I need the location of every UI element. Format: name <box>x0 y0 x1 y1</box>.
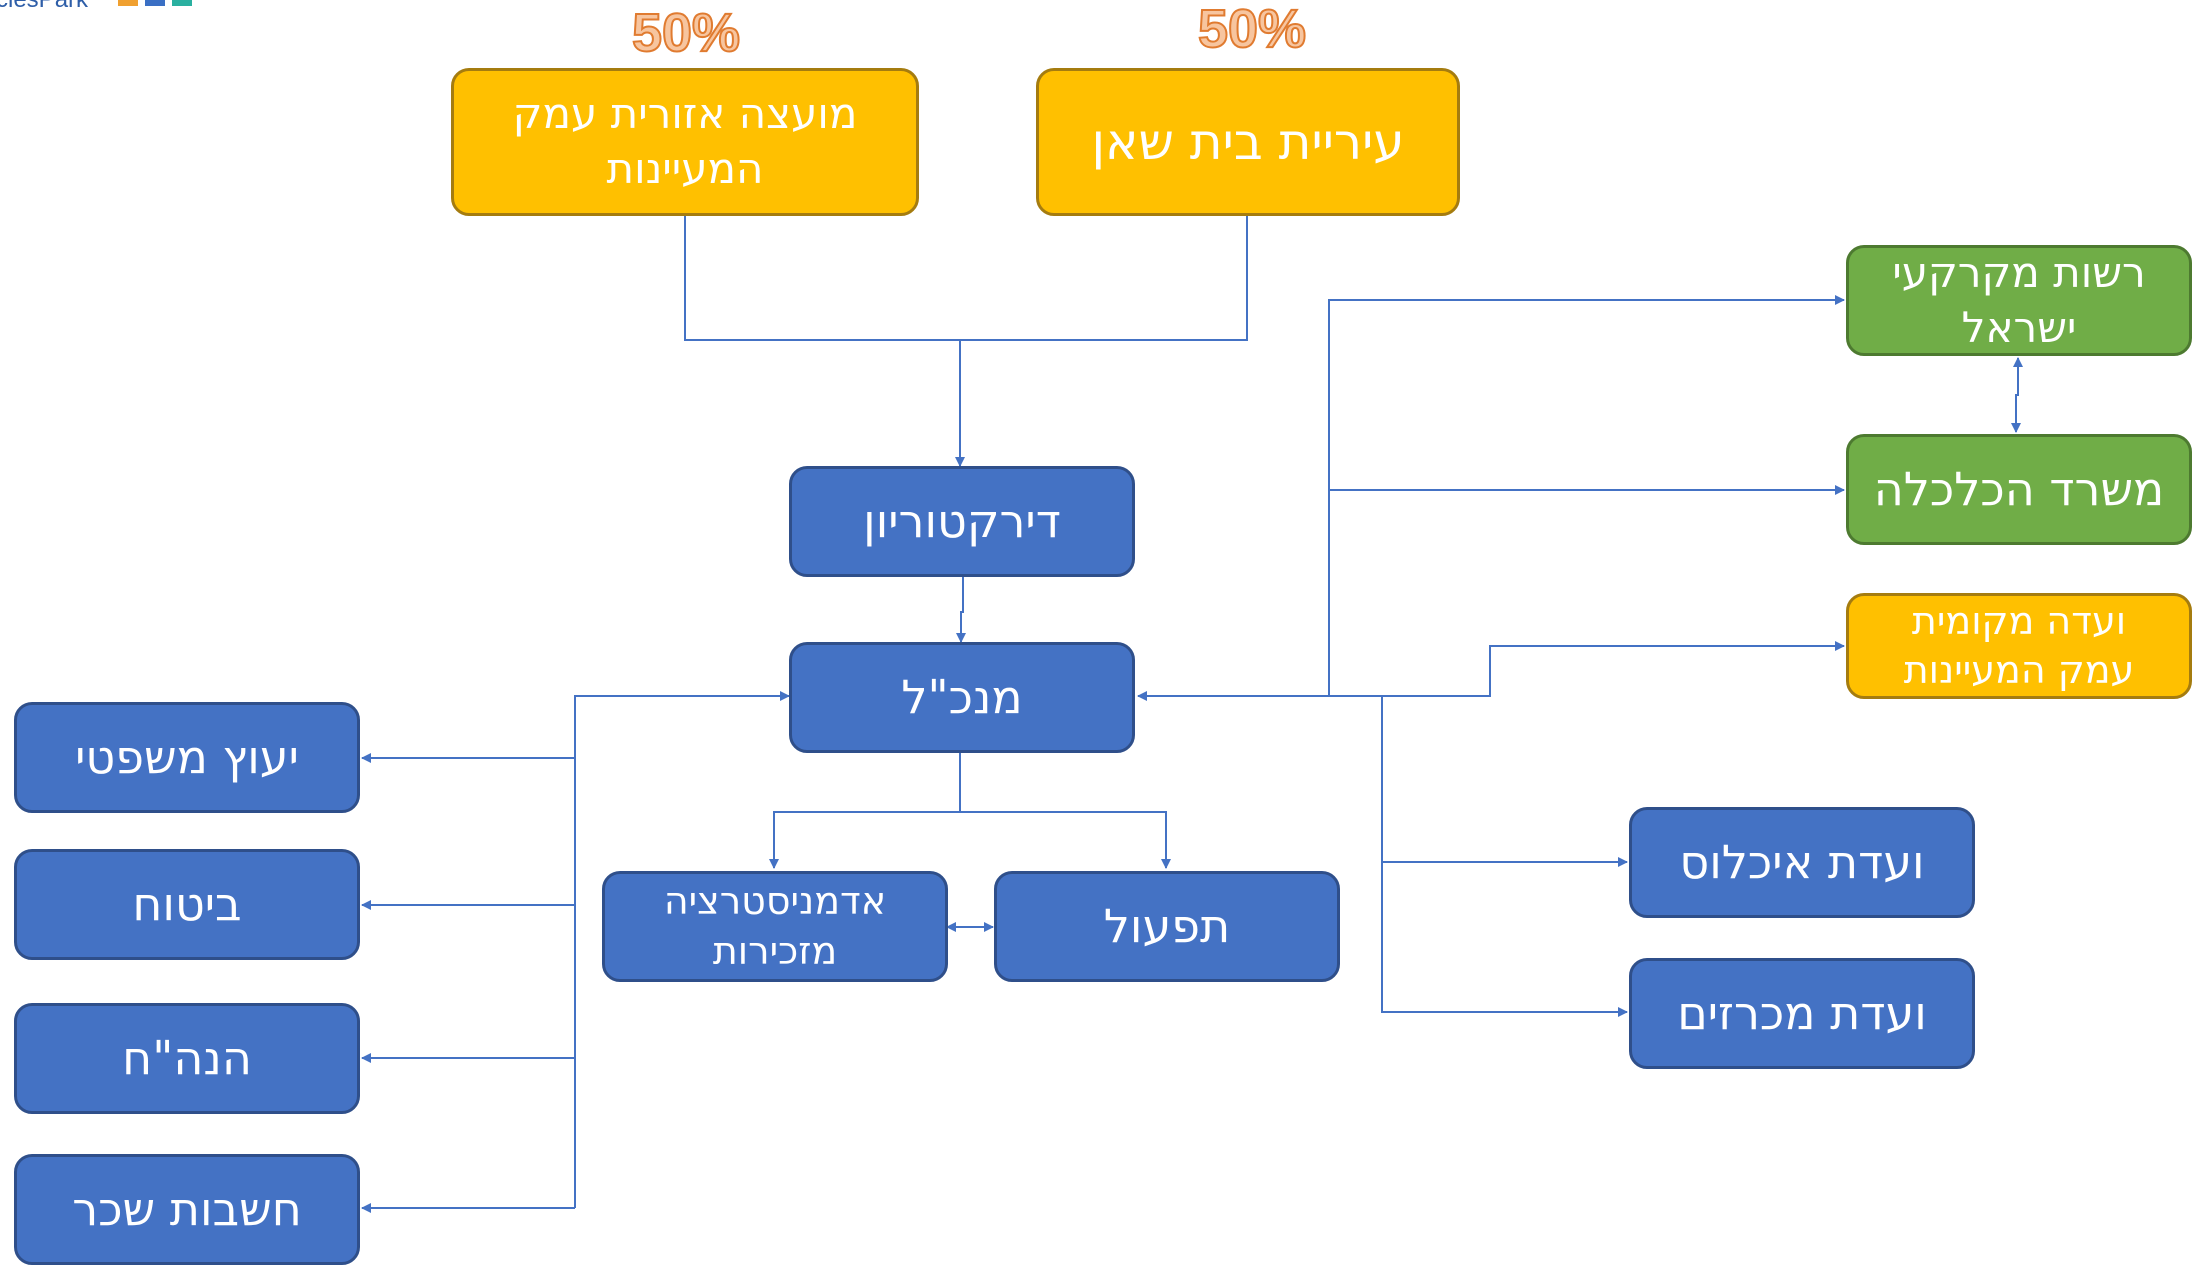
council-percent-label: 50% <box>631 2 741 64</box>
admin-line1: אדמניסטרציה <box>663 879 887 924</box>
admin-box[interactable]: אדמניסטרציה מזכירות <box>602 871 948 982</box>
local-committee-line1: ועדה מקומית <box>1911 598 2127 643</box>
insurance-label: ביטוח <box>132 876 242 931</box>
connector-ceo-to-admin <box>769 751 961 869</box>
accounting-box[interactable]: הנה"ח <box>14 1003 360 1114</box>
land-authority-line1: רשות מקרקעי <box>1892 247 2146 297</box>
logo-text: ciesPark <box>0 0 88 14</box>
connector-beitshean-to-board <box>960 216 1248 341</box>
connector-board-to-ceo <box>956 577 966 643</box>
connector-leftbus-to-ceo <box>574 691 790 1208</box>
board-box[interactable]: דירקטוריון <box>789 466 1135 577</box>
occupancy-committee-label: ועדת איכלוס <box>1679 834 1925 889</box>
occupancy-committee-box[interactable]: ועדת איכלוס <box>1629 807 1975 918</box>
connector-to-land-authority <box>1328 295 1845 696</box>
accounting-label: הנה"ח <box>122 1030 252 1085</box>
economy-ministry-label: משרד הכלכלה <box>1873 461 2165 516</box>
connector-council-to-board <box>684 216 965 467</box>
regional-council-box[interactable]: מועצה אזורית עמק המעיינות <box>451 68 919 216</box>
insurance-box[interactable]: ביטוח <box>14 849 360 960</box>
ceo-label: מנכ"ל <box>901 669 1023 724</box>
tenders-committee-box[interactable]: ועדת מכרזים <box>1629 958 1975 1069</box>
land-authority-line2: ישראל <box>1961 302 2077 352</box>
connector-land-economy <box>2011 357 2023 433</box>
regional-council-line1: מועצה אזורית עמק <box>512 89 858 139</box>
beitshean-percent-label: 50% <box>1197 0 1307 60</box>
beit-shean-label: עיריית בית שאן <box>1091 112 1405 171</box>
board-label: דירקטוריון <box>863 493 1061 548</box>
admin-line2: מזכירות <box>712 928 838 973</box>
ceo-box[interactable]: מנכ"ל <box>789 642 1135 753</box>
logo-square-orange <box>118 0 138 6</box>
regional-council-line2: המעיינות <box>606 144 764 193</box>
operations-label: תפעול <box>1103 898 1231 953</box>
local-committee-line2: עמק המעיינות <box>1903 648 2135 692</box>
connector-ceo-to-operations <box>960 811 1171 869</box>
operations-box[interactable]: תפעול <box>994 871 1340 982</box>
payroll-label: חשבות שכר <box>72 1181 302 1236</box>
legal-advisor-label: יעוץ משפטי <box>75 729 299 784</box>
local-committee-box[interactable]: ועדה מקומית עמק המעיינות <box>1846 593 2192 699</box>
legal-advisor-box[interactable]: יעוץ משפטי <box>14 702 360 813</box>
economy-ministry-box[interactable]: משרד הכלכלה <box>1846 434 2192 545</box>
logo-square-blue <box>145 0 165 6</box>
payroll-box[interactable]: חשבות שכר <box>14 1154 360 1265</box>
tenders-committee-label: ועדת מכרזים <box>1677 985 1927 1040</box>
connector-to-occupancy-committee <box>1381 696 1628 867</box>
beit-shean-box[interactable]: עיריית בית שאן <box>1036 68 1460 216</box>
logo-square-teal <box>172 0 192 6</box>
connector-to-local-committee <box>1329 641 1845 697</box>
connector-to-tenders-committee <box>1381 862 1628 1017</box>
land-authority-box[interactable]: רשות מקרקעי ישראל <box>1846 245 2192 356</box>
